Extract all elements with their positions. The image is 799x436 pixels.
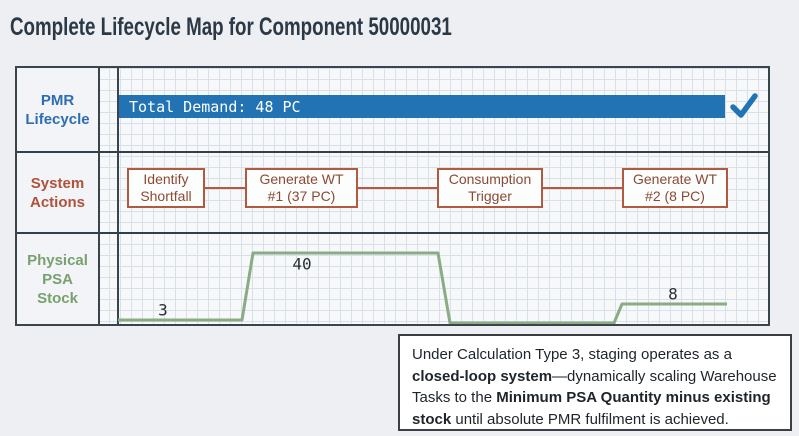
- row-divider: [17, 151, 768, 153]
- action-box: Generate WT #1 (37 PC): [245, 168, 358, 208]
- total-demand-bar: Total Demand: 48 PC: [119, 95, 725, 118]
- row-label-system-actions: System Actions: [29, 174, 85, 211]
- action-connector-line: [543, 187, 622, 189]
- action-box: Generate WT #2 (8 PC): [622, 168, 728, 208]
- row-label-pmr-lifecycle: PMR Lifecycle: [25, 91, 90, 128]
- lifecycle-map-frame: PMR Lifecycle System Actions Physical PS…: [15, 66, 770, 326]
- action-box: Consumption Trigger: [437, 168, 543, 208]
- row-divider: [17, 232, 768, 234]
- stock-value-label: 3: [158, 300, 168, 320]
- total-demand-label: Total Demand: 48 PC: [129, 97, 301, 116]
- action-box: Identify Shortfall: [127, 168, 205, 208]
- action-connector-line: [205, 187, 245, 189]
- checkmark-icon: [730, 93, 758, 118]
- calculation-note-text: Under Calculation Type 3, staging operat…: [412, 346, 777, 428]
- stock-value-label: 40: [292, 254, 312, 274]
- page-title: Complete Lifecycle Map for Component 500…: [10, 13, 452, 41]
- timeline-axis-line: [117, 68, 119, 324]
- action-connector-line: [358, 187, 437, 189]
- row-label-physical-psa-stock: Physical PSA Stock: [27, 251, 88, 307]
- stock-value-label: 8: [668, 284, 678, 304]
- calculation-note-box: Under Calculation Type 3, staging operat…: [398, 334, 792, 431]
- label-column-divider: [98, 68, 100, 324]
